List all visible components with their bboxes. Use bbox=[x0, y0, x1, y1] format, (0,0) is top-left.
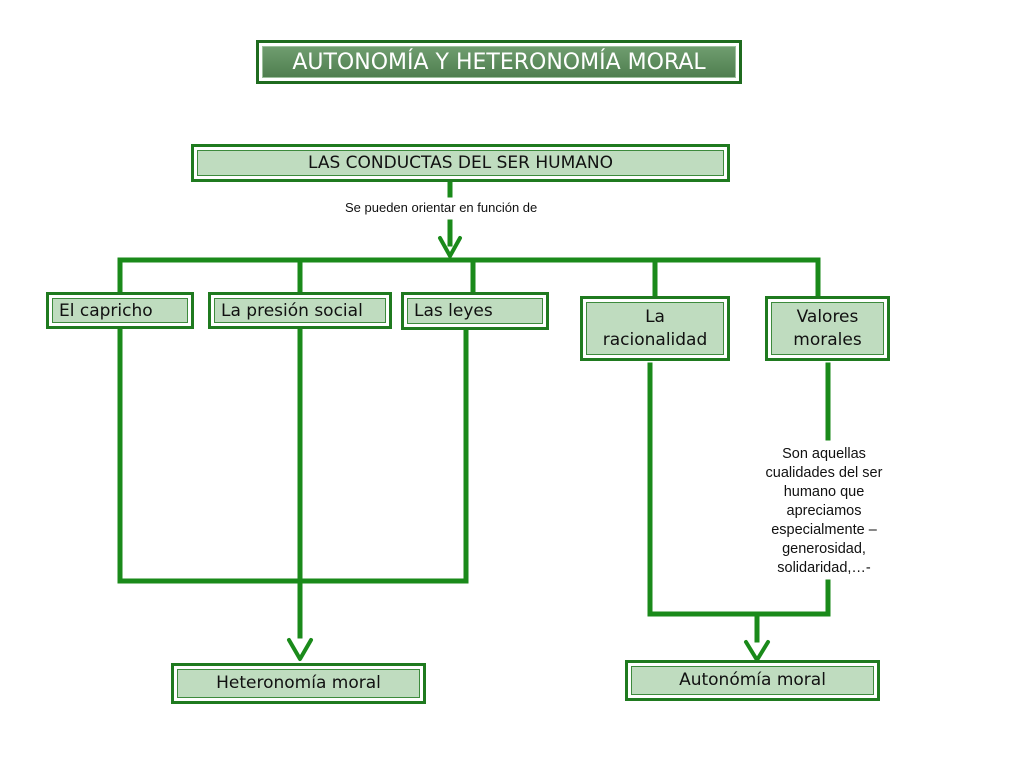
title-box: AUTONOMÍA Y HETERONOMÍA MORAL bbox=[256, 40, 742, 84]
root-node-label: LAS CONDUCTAS DEL SER HUMANO bbox=[197, 150, 724, 176]
root-node: LAS CONDUCTAS DEL SER HUMANO bbox=[191, 144, 730, 182]
factor-racionalidad: La racionalidad bbox=[580, 296, 730, 361]
factor-valores-morales-label: Valores morales bbox=[771, 302, 884, 355]
arrowhead-heteronomy bbox=[287, 638, 313, 661]
factor-valores-morales: Valores morales bbox=[765, 296, 890, 361]
page-title: AUTONOMÍA Y HETERONOMÍA MORAL bbox=[262, 46, 736, 78]
arrowhead-autonomy bbox=[744, 640, 770, 662]
factor-presion-social-label: La presión social bbox=[214, 298, 386, 323]
factor-capricho: El capricho bbox=[46, 292, 194, 329]
factor-racionalidad-label: La racionalidad bbox=[586, 302, 724, 355]
relation-label: Se pueden orientar en función de bbox=[345, 200, 538, 215]
factor-leyes: Las leyes bbox=[401, 292, 549, 330]
factor-presion-social: La presión social bbox=[208, 292, 392, 329]
outcome-heteronomy-label: Heteronomía moral bbox=[177, 669, 420, 698]
outcome-autonomy: Autonómía moral bbox=[625, 660, 880, 701]
values-description: Son aquellas cualidades del ser humano q… bbox=[765, 446, 883, 576]
factor-capricho-label: El capricho bbox=[52, 298, 188, 323]
outcome-heteronomy: Heteronomía moral bbox=[171, 663, 426, 704]
outcome-autonomy-label: Autonómía moral bbox=[631, 666, 874, 695]
arrowhead-root bbox=[438, 236, 462, 258]
factor-leyes-label: Las leyes bbox=[407, 298, 543, 324]
